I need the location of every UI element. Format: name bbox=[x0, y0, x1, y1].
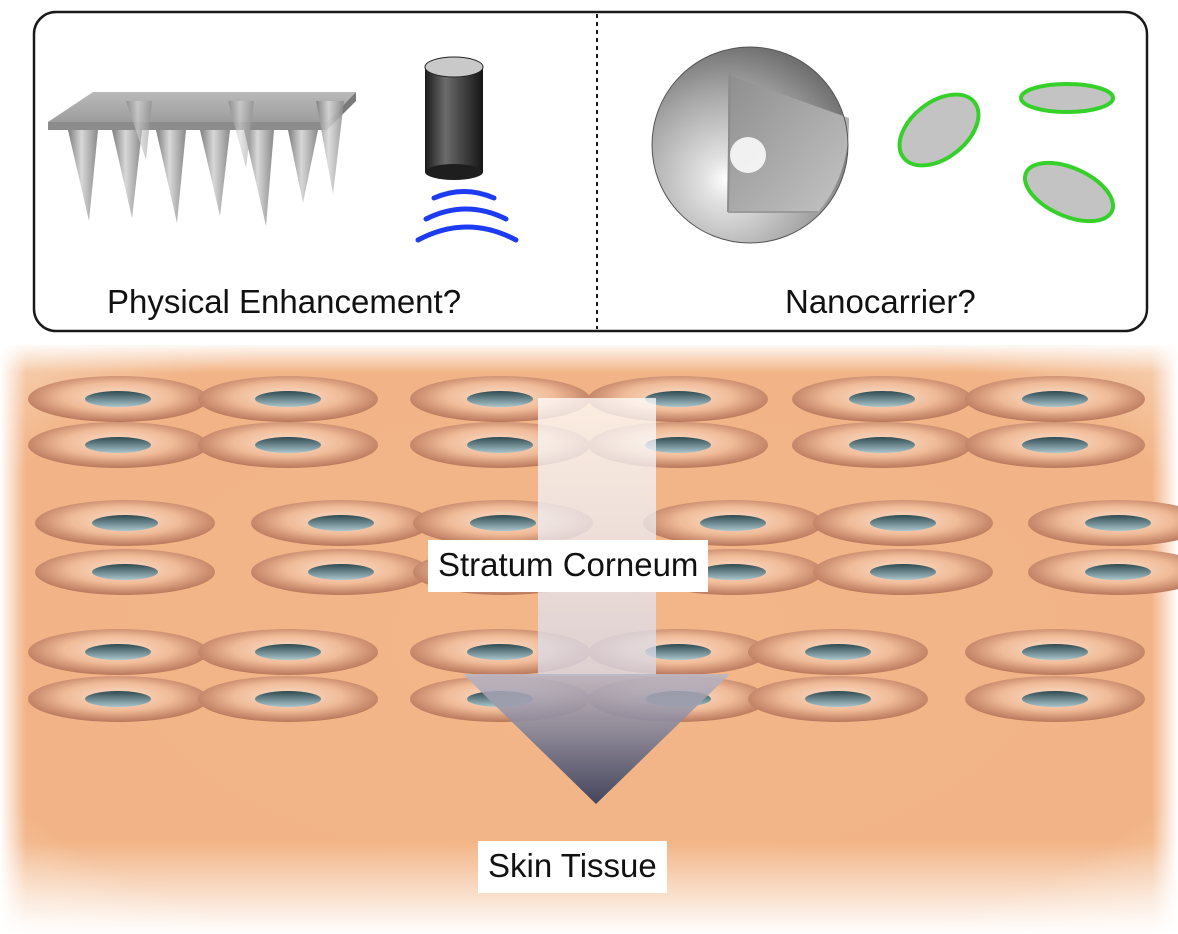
options-panel bbox=[32, 10, 1149, 333]
cutaway-nanoparticle-icon bbox=[651, 46, 850, 244]
sound-wave-icon bbox=[415, 189, 519, 243]
liposome-disc-icon bbox=[897, 82, 1116, 224]
penetration-arrow-icon bbox=[463, 398, 730, 804]
nanocarrier-label: Nanocarrier? bbox=[785, 283, 976, 320]
microneedle-array-icon bbox=[48, 92, 356, 226]
physical-enhancement-label: Physical Enhancement? bbox=[107, 283, 462, 320]
skin-tissue-label: Skin Tissue bbox=[478, 841, 667, 893]
stratum-corneum-label: Stratum Corneum bbox=[428, 540, 709, 592]
ultrasound-transducer-icon bbox=[424, 56, 484, 180]
